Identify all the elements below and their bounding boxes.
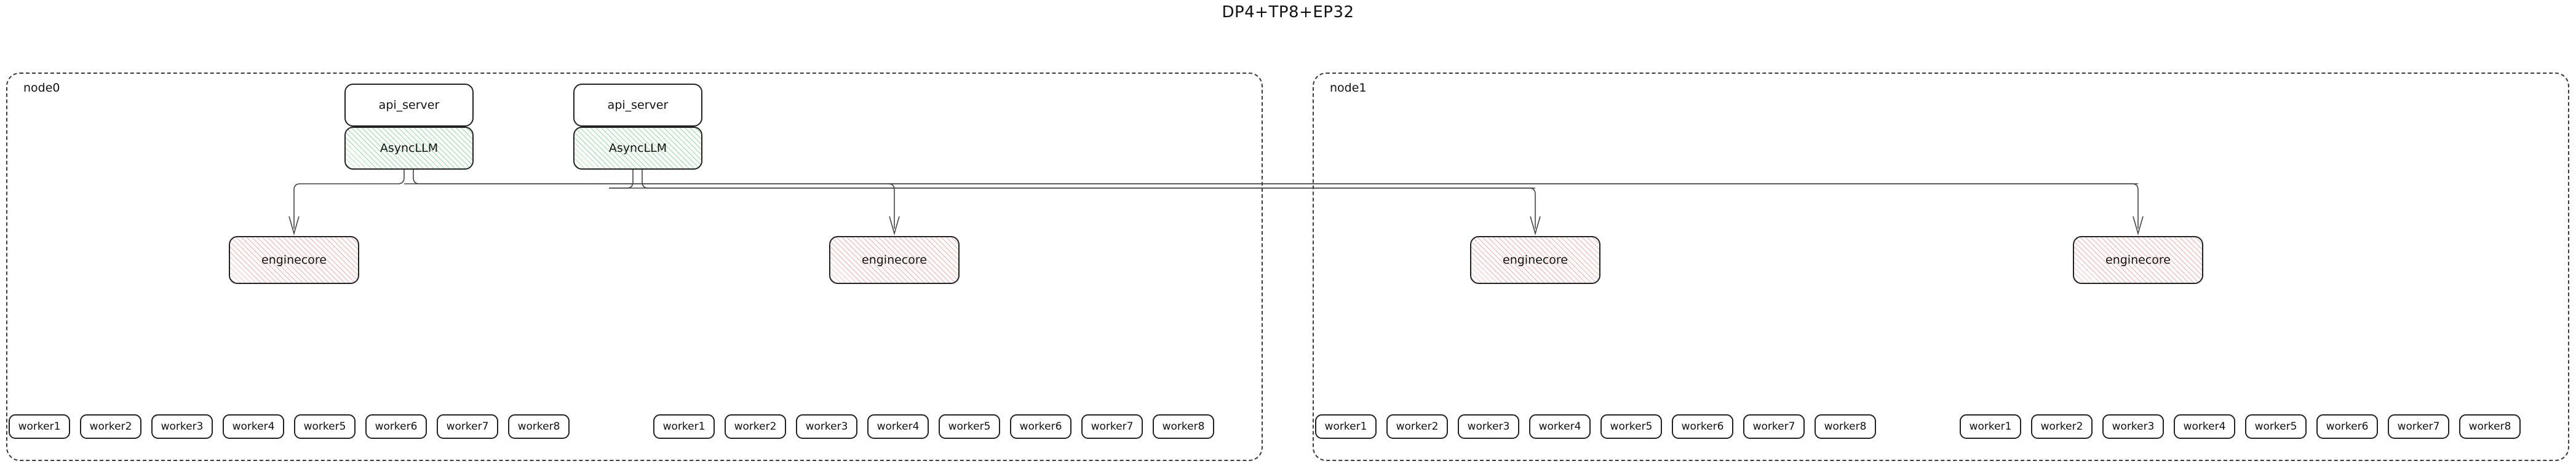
cluster-node1: node1 — [1313, 73, 2569, 461]
worker-box[interactable]: worker2 — [1386, 414, 1448, 439]
worker-box[interactable]: worker4 — [2174, 414, 2235, 439]
worker-box[interactable]: worker5 — [1600, 414, 1662, 439]
worker-box[interactable]: worker2 — [2031, 414, 2093, 439]
asyncllm-box[interactable]: AsyncLLM — [344, 127, 474, 170]
worker-box[interactable]: worker6 — [1010, 414, 1071, 439]
enginecore-box[interactable]: enginecore — [829, 236, 960, 284]
worker-box[interactable]: worker1 — [1960, 414, 2021, 439]
asyncllm-box[interactable]: AsyncLLM — [573, 127, 702, 170]
worker-box[interactable]: worker7 — [2388, 414, 2449, 439]
worker-box[interactable]: worker6 — [365, 414, 427, 439]
worker-box[interactable]: worker3 — [151, 414, 213, 439]
worker-box[interactable]: worker7 — [1081, 414, 1143, 439]
worker-box[interactable]: worker3 — [1458, 414, 1519, 439]
page-title: DP4+TP8+EP32 — [1222, 3, 1354, 22]
worker-box[interactable]: worker8 — [2459, 414, 2521, 439]
worker-box[interactable]: worker3 — [796, 414, 857, 439]
api-server-box[interactable]: api_server — [344, 84, 474, 127]
worker-box[interactable]: worker8 — [1153, 414, 1214, 439]
api-server-box[interactable]: api_server — [573, 84, 702, 127]
worker-box[interactable]: worker6 — [1672, 414, 1733, 439]
worker-box[interactable]: worker4 — [867, 414, 929, 439]
worker-box[interactable]: worker1 — [1315, 414, 1377, 439]
worker-box[interactable]: worker7 — [437, 414, 498, 439]
worker-box[interactable]: worker5 — [2245, 414, 2307, 439]
worker-box[interactable]: worker5 — [939, 414, 1000, 439]
worker-box[interactable]: worker3 — [2102, 414, 2164, 439]
enginecore-box[interactable]: enginecore — [1470, 236, 1600, 284]
worker-box[interactable]: worker4 — [223, 414, 284, 439]
worker-box[interactable]: worker7 — [1743, 414, 1805, 439]
enginecore-box[interactable]: enginecore — [2073, 236, 2203, 284]
worker-box[interactable]: worker1 — [9, 414, 70, 439]
cluster-node0-label: node0 — [23, 81, 60, 95]
worker-box[interactable]: worker1 — [653, 414, 715, 439]
enginecore-box[interactable]: enginecore — [229, 236, 359, 284]
cluster-node0: node0 — [6, 73, 1263, 461]
worker-box[interactable]: worker6 — [2316, 414, 2378, 439]
worker-box[interactable]: worker8 — [1815, 414, 1876, 439]
worker-box[interactable]: worker5 — [294, 414, 356, 439]
worker-box[interactable]: worker4 — [1529, 414, 1591, 439]
cluster-node1-label: node1 — [1330, 81, 1367, 95]
worker-box[interactable]: worker2 — [725, 414, 786, 439]
worker-box[interactable]: worker2 — [80, 414, 141, 439]
worker-box[interactable]: worker8 — [508, 414, 570, 439]
